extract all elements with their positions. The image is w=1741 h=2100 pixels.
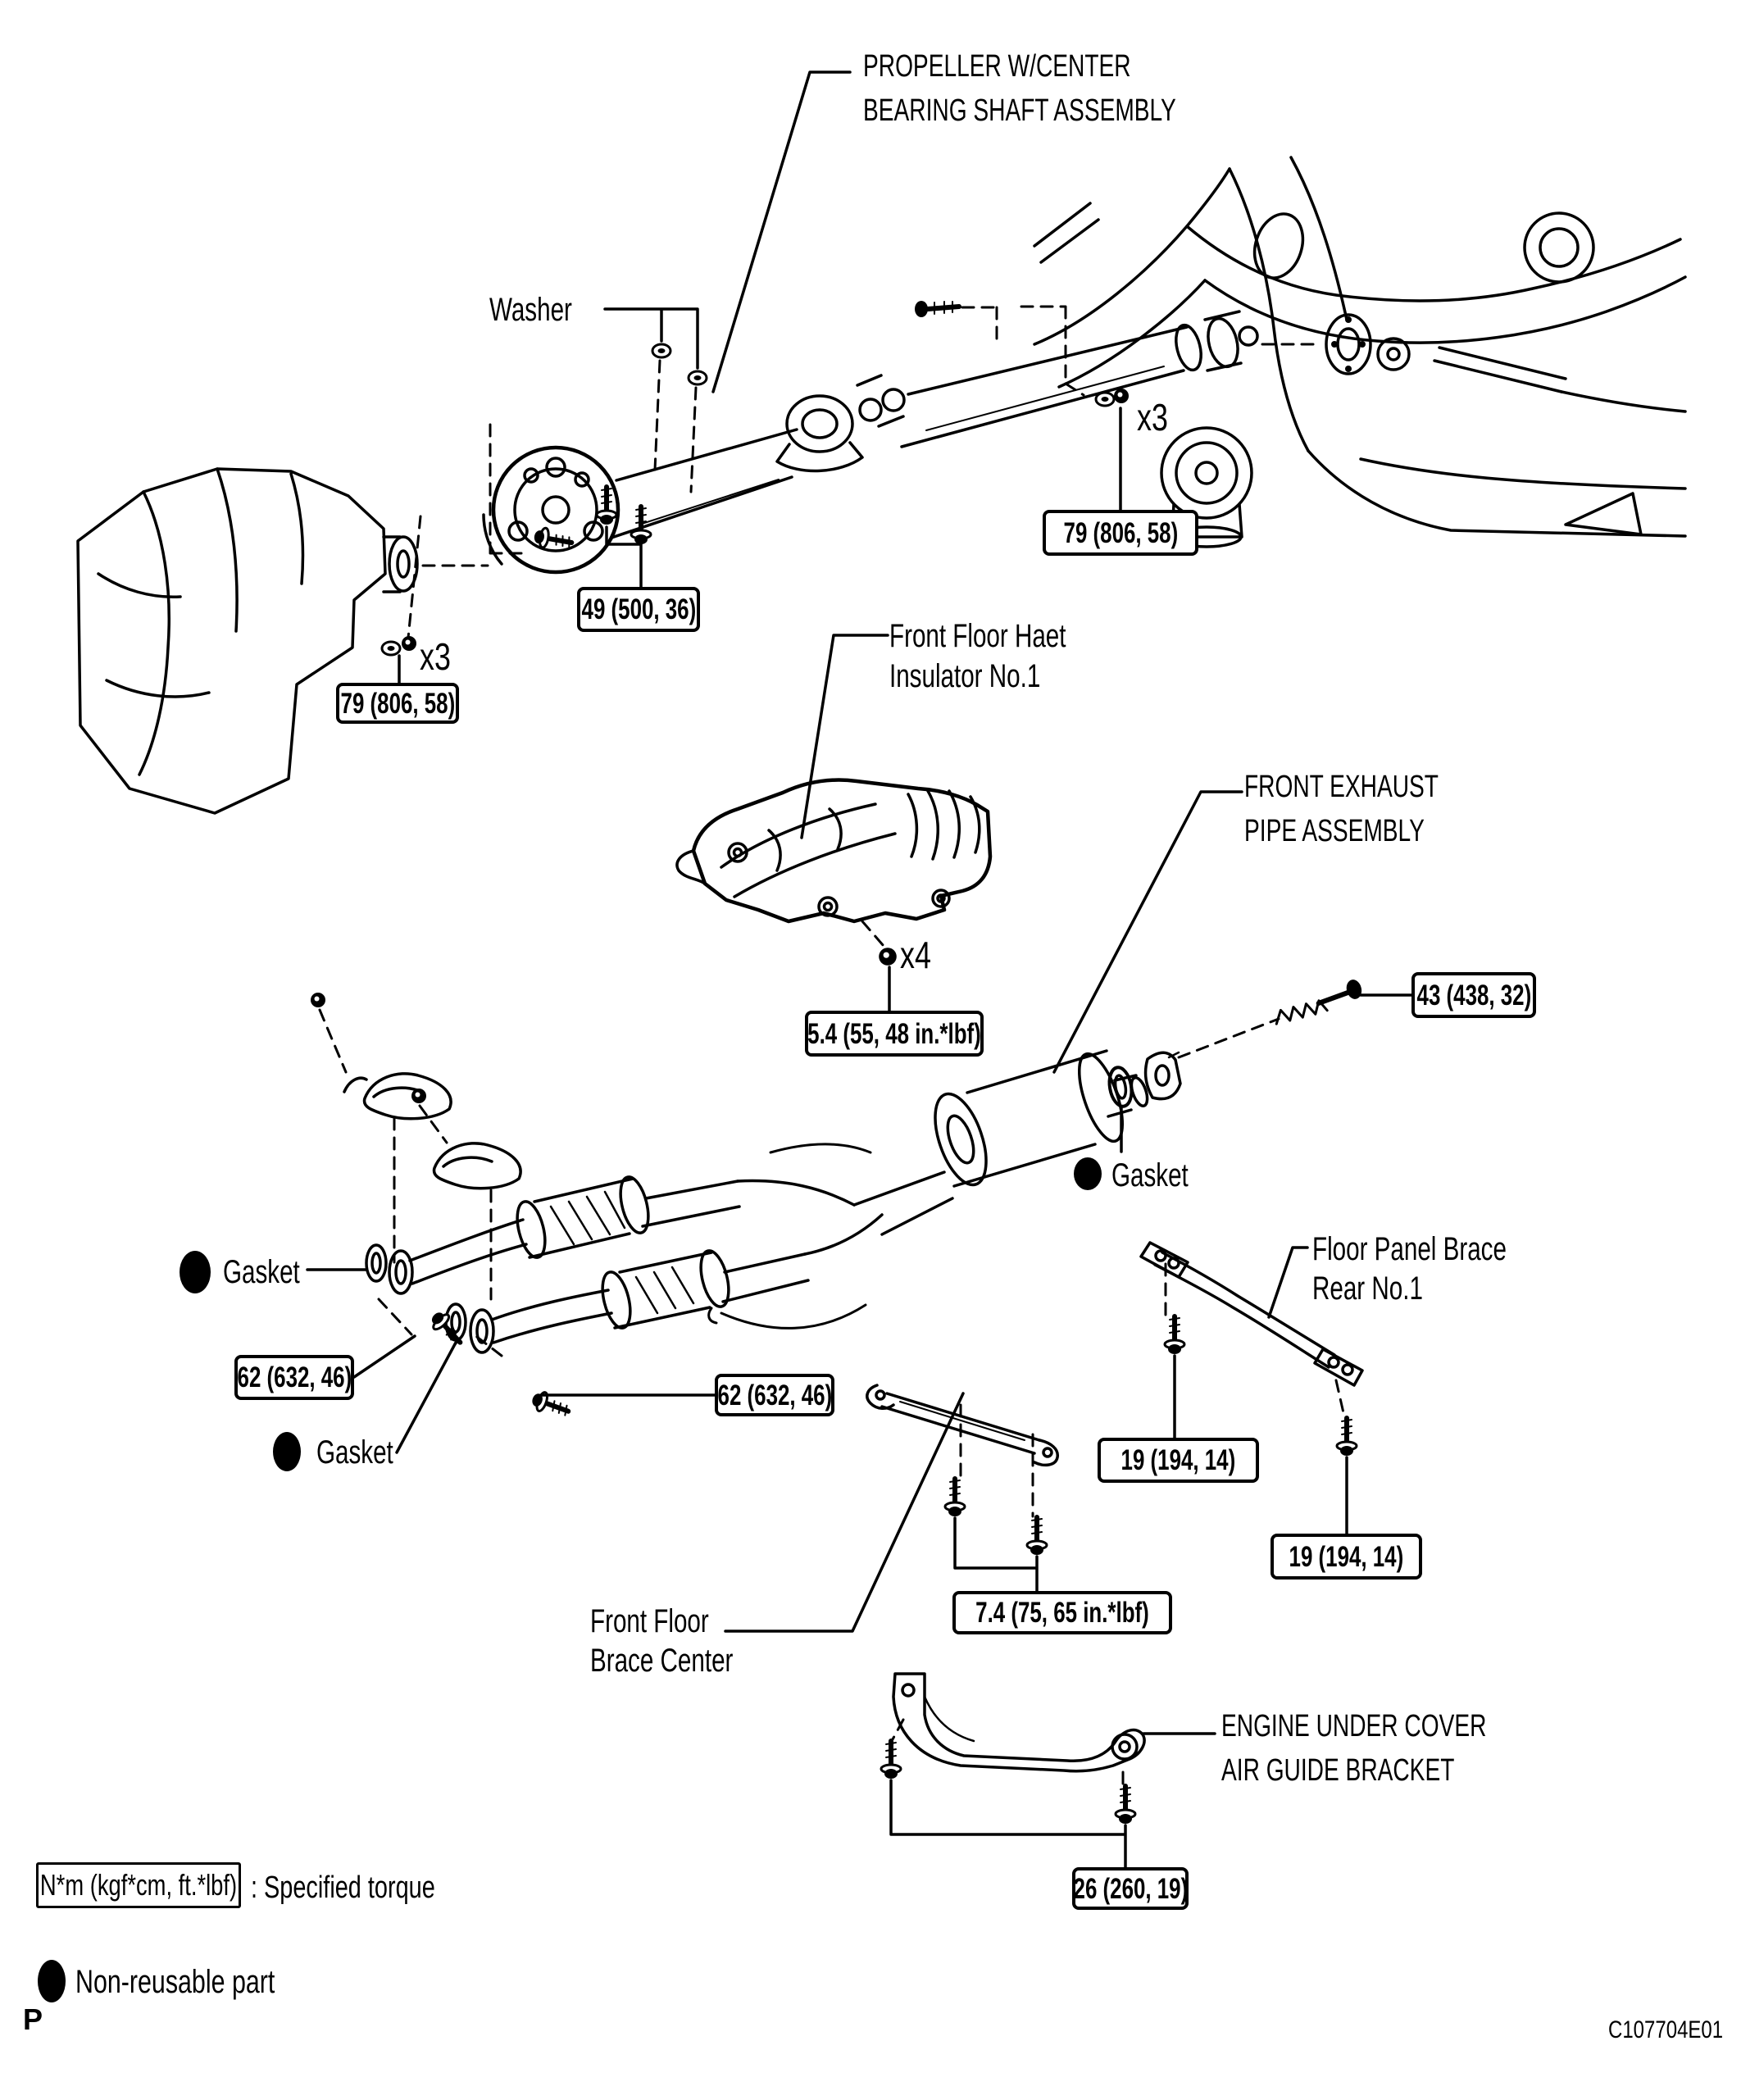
insulator-nut	[879, 948, 897, 966]
transmission	[76, 467, 419, 815]
leader-lines	[306, 70, 1413, 1869]
label-front-exhaust: FRONT EXHAUST PIPE ASSEMBLY	[1244, 770, 1439, 848]
torque-box-7-4: 7.4 (75, 65 in.*lbf)	[952, 1591, 1172, 1634]
dashed-lines	[318, 305, 1346, 1787]
torque-box-26: 26 (260, 19)	[1072, 1867, 1189, 1910]
torque-box-79-left: 79 (806, 58)	[336, 683, 459, 724]
torque-box-79-right: 79 (806, 58)	[1043, 510, 1198, 556]
label-heat-insulator: Front Floor Haet Insulator No.1	[889, 618, 1066, 694]
torque-box-19-left: 19 (194, 14)	[1098, 1438, 1259, 1483]
page-marker: P	[23, 2002, 43, 2036]
front-exhaust-pipe	[365, 1143, 954, 1354]
multiplier-x3-transmission: x3	[420, 635, 451, 678]
tail-flange	[1143, 1051, 1182, 1101]
label-front-floor-brace: Front Floor Brace Center	[590, 1603, 734, 1679]
torque-box-62-right: 62 (632, 46)	[715, 1374, 834, 1416]
label-engine-under-cover: ENGINE UNDER COVER AIR GUIDE BRACKET	[1221, 1709, 1487, 1788]
multiplier-x4-insulator: x4	[900, 934, 931, 976]
differential-flange	[1325, 313, 1372, 375]
flex-disc-coupling	[482, 445, 620, 575]
brace-rear-bolts	[1165, 1316, 1357, 1456]
front-floor-brace-center	[866, 1384, 1059, 1467]
brace-center-bolts	[945, 1479, 1047, 1555]
multiplier-x3-differential: x3	[1137, 396, 1168, 439]
legend-torque-unit-box: N*m (kgf*cm, ft.*lbf)	[36, 1862, 241, 1908]
label-gasket-rear: Gasket	[1111, 1157, 1189, 1193]
label-propeller-line2: BEARING SHAFT ASSEMBLY	[863, 93, 1176, 128]
rear-subframe	[1033, 156, 1687, 548]
label-propeller-shaft: PROPELLER W/CENTER BEARING SHAFT ASSEMBL…	[863, 45, 1286, 134]
label-washer: Washer	[489, 292, 572, 328]
center-bearing-washers	[597, 343, 708, 544]
legend-nonreusable: Non-reusable part	[75, 1964, 275, 2000]
legend-torque-note: : Specified torque	[251, 1870, 435, 1905]
torque-box-5-4: 5.4 (55, 48 in.*lbf)	[805, 1011, 984, 1057]
label-gasket-front: Gasket	[223, 1254, 300, 1290]
heat-insulator	[675, 778, 993, 924]
exhaust-hangers	[309, 991, 522, 1190]
spring-bolt	[1275, 980, 1362, 1025]
tail-gasket-ring	[1107, 1066, 1134, 1108]
engine-bracket	[892, 1672, 1146, 1773]
figure-code: C107704E01	[1608, 2016, 1724, 2043]
flange-bolt	[915, 301, 961, 317]
non-reusable-dot-icon	[38, 1157, 1102, 2002]
label-gasket-center: Gasket	[316, 1434, 393, 1470]
torque-box-19-right: 19 (194, 14)	[1271, 1534, 1422, 1580]
floor-panel-brace-rear	[1139, 1241, 1364, 1387]
engine-bracket-bolts	[881, 1741, 1135, 1824]
label-floor-panel-brace: Floor Panel Brace Rear No.1	[1312, 1231, 1507, 1307]
label-propeller-line1: PROPELLER W/CENTER	[863, 49, 1131, 84]
torque-box-43: 43 (438, 32)	[1411, 972, 1536, 1018]
torque-box-49: 49 (500, 36)	[577, 587, 700, 632]
transmission-nuts	[380, 634, 418, 657]
torque-box-62-left: 62 (632, 46)	[234, 1355, 354, 1400]
